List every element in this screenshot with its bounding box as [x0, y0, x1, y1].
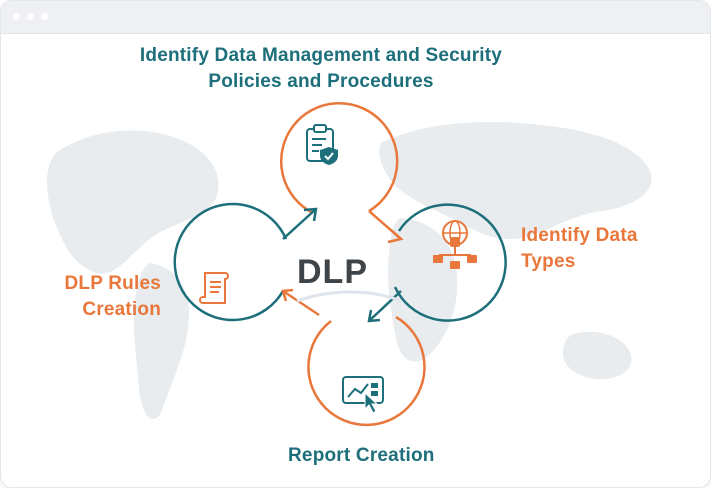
step-label-line: Policies and Procedures [208, 71, 434, 92]
dashboard-report-icon [342, 376, 384, 414]
window-dot [13, 13, 20, 20]
top-step-arc [279, 102, 399, 215]
database-network-icon [433, 220, 477, 269]
step-label-line: DLP Rules [64, 273, 161, 294]
step-label-identify-types: Identify Data Types [521, 223, 638, 275]
window-dot [41, 13, 48, 20]
diagram-graphics [47, 102, 652, 427]
flow-arrow [281, 288, 320, 317]
scroll-document-icon [199, 272, 229, 304]
flow-arrow [368, 210, 404, 244]
window-dot [27, 13, 34, 20]
step-label-rules-creation: DLP Rules Creation [57, 271, 161, 323]
step-label-line: Identify Data [521, 225, 638, 246]
step-label-report-creation: Report Creation [288, 443, 435, 469]
right-step-arc [393, 203, 507, 322]
step-label-line: Types [521, 251, 576, 272]
clipboard-shield-icon [306, 124, 338, 165]
step-label-line: Report Creation [288, 445, 435, 466]
center-title: DLP [297, 253, 368, 291]
dlp-diagram: DLP Identify Data Management and Securit… [1, 33, 710, 487]
step-label-line: Creation [82, 299, 161, 320]
step-label-line: Identify Data Management and Security [139, 45, 503, 66]
flow-arrow [282, 207, 318, 240]
flow-arrow [367, 290, 402, 323]
left-step-arc [173, 202, 288, 322]
center-swoosh [296, 290, 402, 303]
step-label-identify-policies: Identify Data Management and Security Po… [111, 43, 531, 95]
bottom-step-arc [307, 315, 426, 427]
window-titlebar [1, 1, 710, 34]
